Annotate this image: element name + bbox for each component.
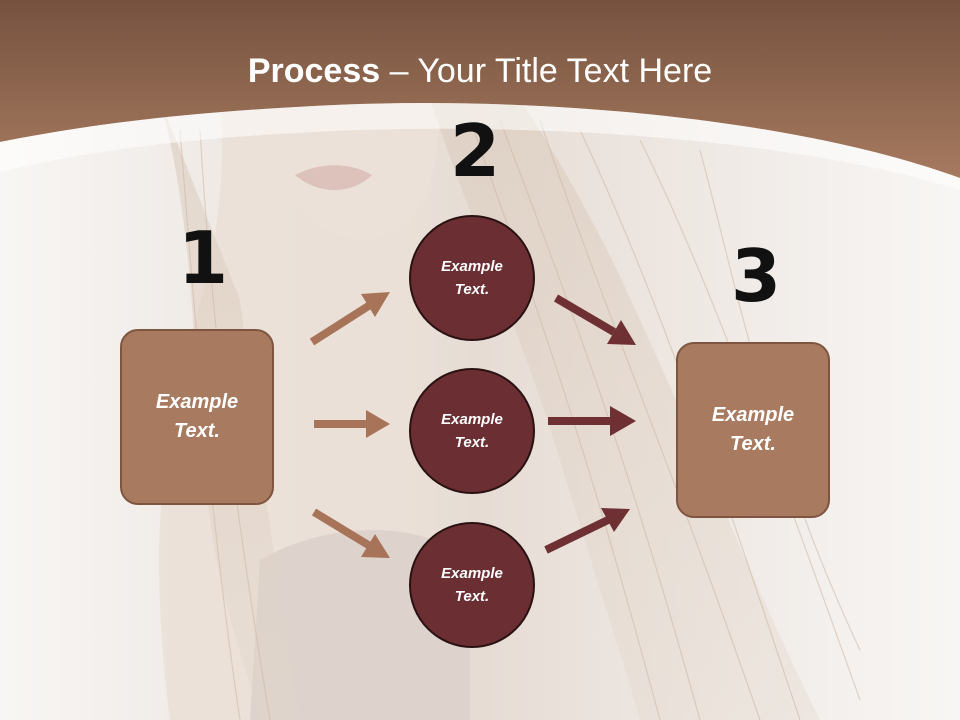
slide-title: Process – Your Title Text Here [0, 52, 960, 91]
arrow-step1-to-bottom [311, 508, 390, 558]
circle-text: Example Text. [441, 258, 503, 298]
step-number-3: 3 [731, 234, 782, 318]
step-1-box: Example Text. [120, 329, 274, 505]
step-1-text: Example Text. [155, 391, 239, 442]
title-rest: – Your Title Text Here [380, 52, 713, 90]
arrow-top-to-step3 [553, 294, 636, 345]
arrow-middle-to-step3 [548, 406, 636, 436]
step-2-circle-middle: Example Text. [409, 368, 535, 494]
arrow-bottom-to-step3 [544, 508, 630, 554]
circle-text: Example Text. [441, 411, 503, 451]
step-number-2: 2 [450, 109, 501, 193]
step-3-box: Example Text. [676, 342, 830, 518]
step-2-circle-bottom: Example Text. [409, 522, 535, 648]
title-bold: Process [247, 52, 381, 90]
circle-text: Example Text. [441, 565, 503, 605]
step-3-text: Example Text. [711, 404, 795, 455]
arrow-step1-to-top [309, 292, 390, 346]
arrow-step1-to-middle [314, 410, 390, 438]
step-number-1: 1 [178, 216, 229, 300]
step-2-circle-top: Example Text. [409, 215, 535, 341]
header-band [0, 0, 960, 190]
